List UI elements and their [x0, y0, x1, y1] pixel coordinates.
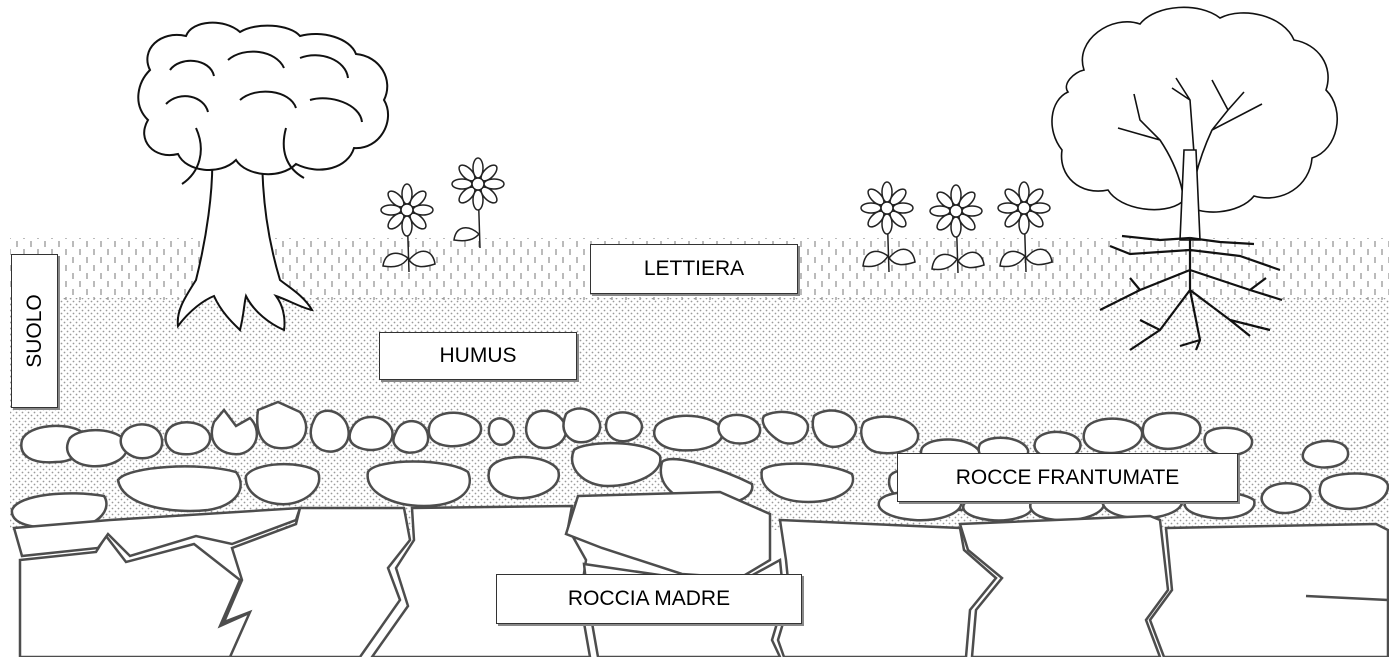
label-lettiera: LETTIERA [590, 244, 798, 294]
label-rocce-frantumate: ROCCE FRANTUMATE [897, 453, 1238, 502]
label-suolo-text: SUOLO [23, 294, 47, 368]
label-suolo: SUOLO [11, 254, 58, 408]
label-humus: HUMUS [379, 332, 577, 380]
bare-branch-tree-icon [1052, 7, 1337, 240]
label-roccia-madre: ROCCIA MADRE [496, 574, 802, 624]
